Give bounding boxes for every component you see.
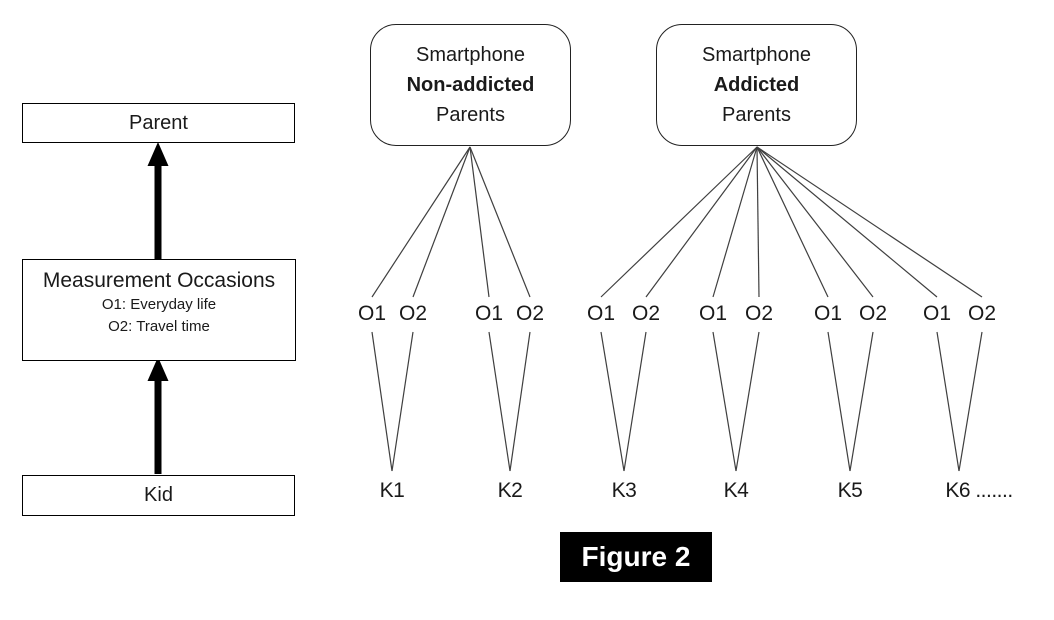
group2-line1: Smartphone [702, 44, 811, 66]
occasion-label: O2 [858, 302, 888, 325]
occasion2-description: O2: Travel time [108, 318, 210, 336]
occasion1-description: O1: Everyday life [101, 296, 217, 314]
arrow-kid-to-occasions [147, 357, 169, 474]
group1-line2: Non-addicted [406, 74, 535, 96]
addicted-parents-box: Smartphone Addicted Parents [656, 24, 857, 146]
occasion-label: O2 [744, 302, 774, 325]
occasion-label: O2 [515, 302, 545, 325]
non-addicted-parents-box: Smartphone Non-addicted Parents [370, 24, 571, 146]
group1-line1: Smartphone [416, 44, 525, 66]
group1-line3: Parents [436, 104, 505, 126]
parent-label: Parent [129, 111, 188, 134]
kid-label-k5: K5 [837, 479, 863, 502]
kid-label-k3: K3 [611, 479, 637, 502]
figure-caption-text: Figure 2 [581, 541, 691, 572]
group2-line3: Parents [722, 104, 791, 126]
kid-label-k1: K1 [379, 479, 405, 502]
group2-fan-lines [600, 146, 983, 298]
occasion-label: O1 [586, 302, 616, 325]
group1-fan-lines [371, 146, 531, 298]
figure-caption: Figure 2 [560, 532, 712, 582]
measurement-occasions-title: Measurement Occasions [42, 269, 276, 292]
kid-label-k6: K6 ....... [945, 479, 1013, 502]
kid-label-k2: K2 [497, 479, 523, 502]
occasion-label: O1 [813, 302, 843, 325]
measurement-occasions-box: Measurement Occasions O1: Everyday life … [22, 259, 296, 361]
kid-box: Kid [22, 475, 295, 516]
occasion-label: O2 [631, 302, 661, 325]
parent-box: Parent [22, 103, 295, 143]
occasion-label: O2 [398, 302, 428, 325]
occasion-label: O1 [698, 302, 728, 325]
arrow-occasions-to-parent [147, 142, 169, 259]
kid-label: Kid [144, 484, 173, 506]
kid-label-k4: K4 [723, 479, 749, 502]
occasion-label: O1 [357, 302, 387, 325]
occasion-label: O1 [474, 302, 504, 325]
group2-line2: Addicted [713, 74, 800, 96]
occasion-label: O2 [967, 302, 997, 325]
occasion-to-kid-lines [371, 331, 983, 472]
occasion-label: O1 [922, 302, 952, 325]
